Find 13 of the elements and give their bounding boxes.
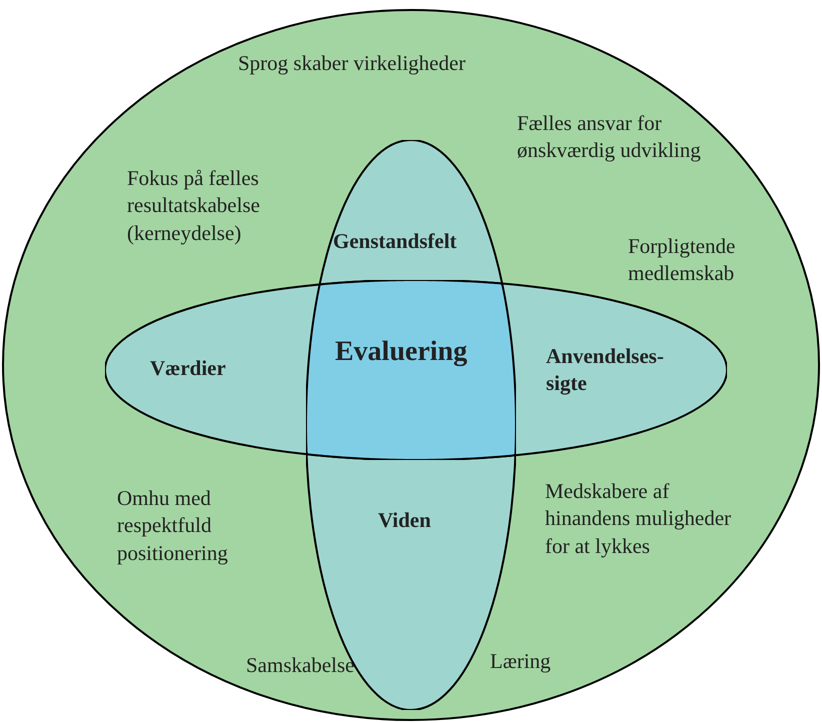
region-label: Genstandsfelt	[333, 228, 458, 255]
text-label: Sprog skaber virkeligheder	[238, 50, 466, 77]
text-label: Medskabere af hinandens muligheder for at lykkes	[545, 478, 732, 560]
text-label: Forpligtende medlemskab	[628, 233, 736, 288]
region-label: Viden	[378, 507, 432, 534]
text-label: Samskabelse	[246, 652, 356, 679]
text-label: Fokus på fælles resultatskabelse (kerneydelse)	[127, 165, 261, 247]
region-label: Værdier	[150, 355, 227, 382]
text-label: Fælles ansvar for ønskværdig udvikling	[517, 110, 702, 164]
region-label: Evaluering	[335, 335, 468, 369]
region-label: Anvendelses-sigte	[546, 343, 665, 398]
text-label: Læring	[490, 648, 552, 675]
text-label: Omhu med respektfuld positionering	[117, 485, 229, 567]
